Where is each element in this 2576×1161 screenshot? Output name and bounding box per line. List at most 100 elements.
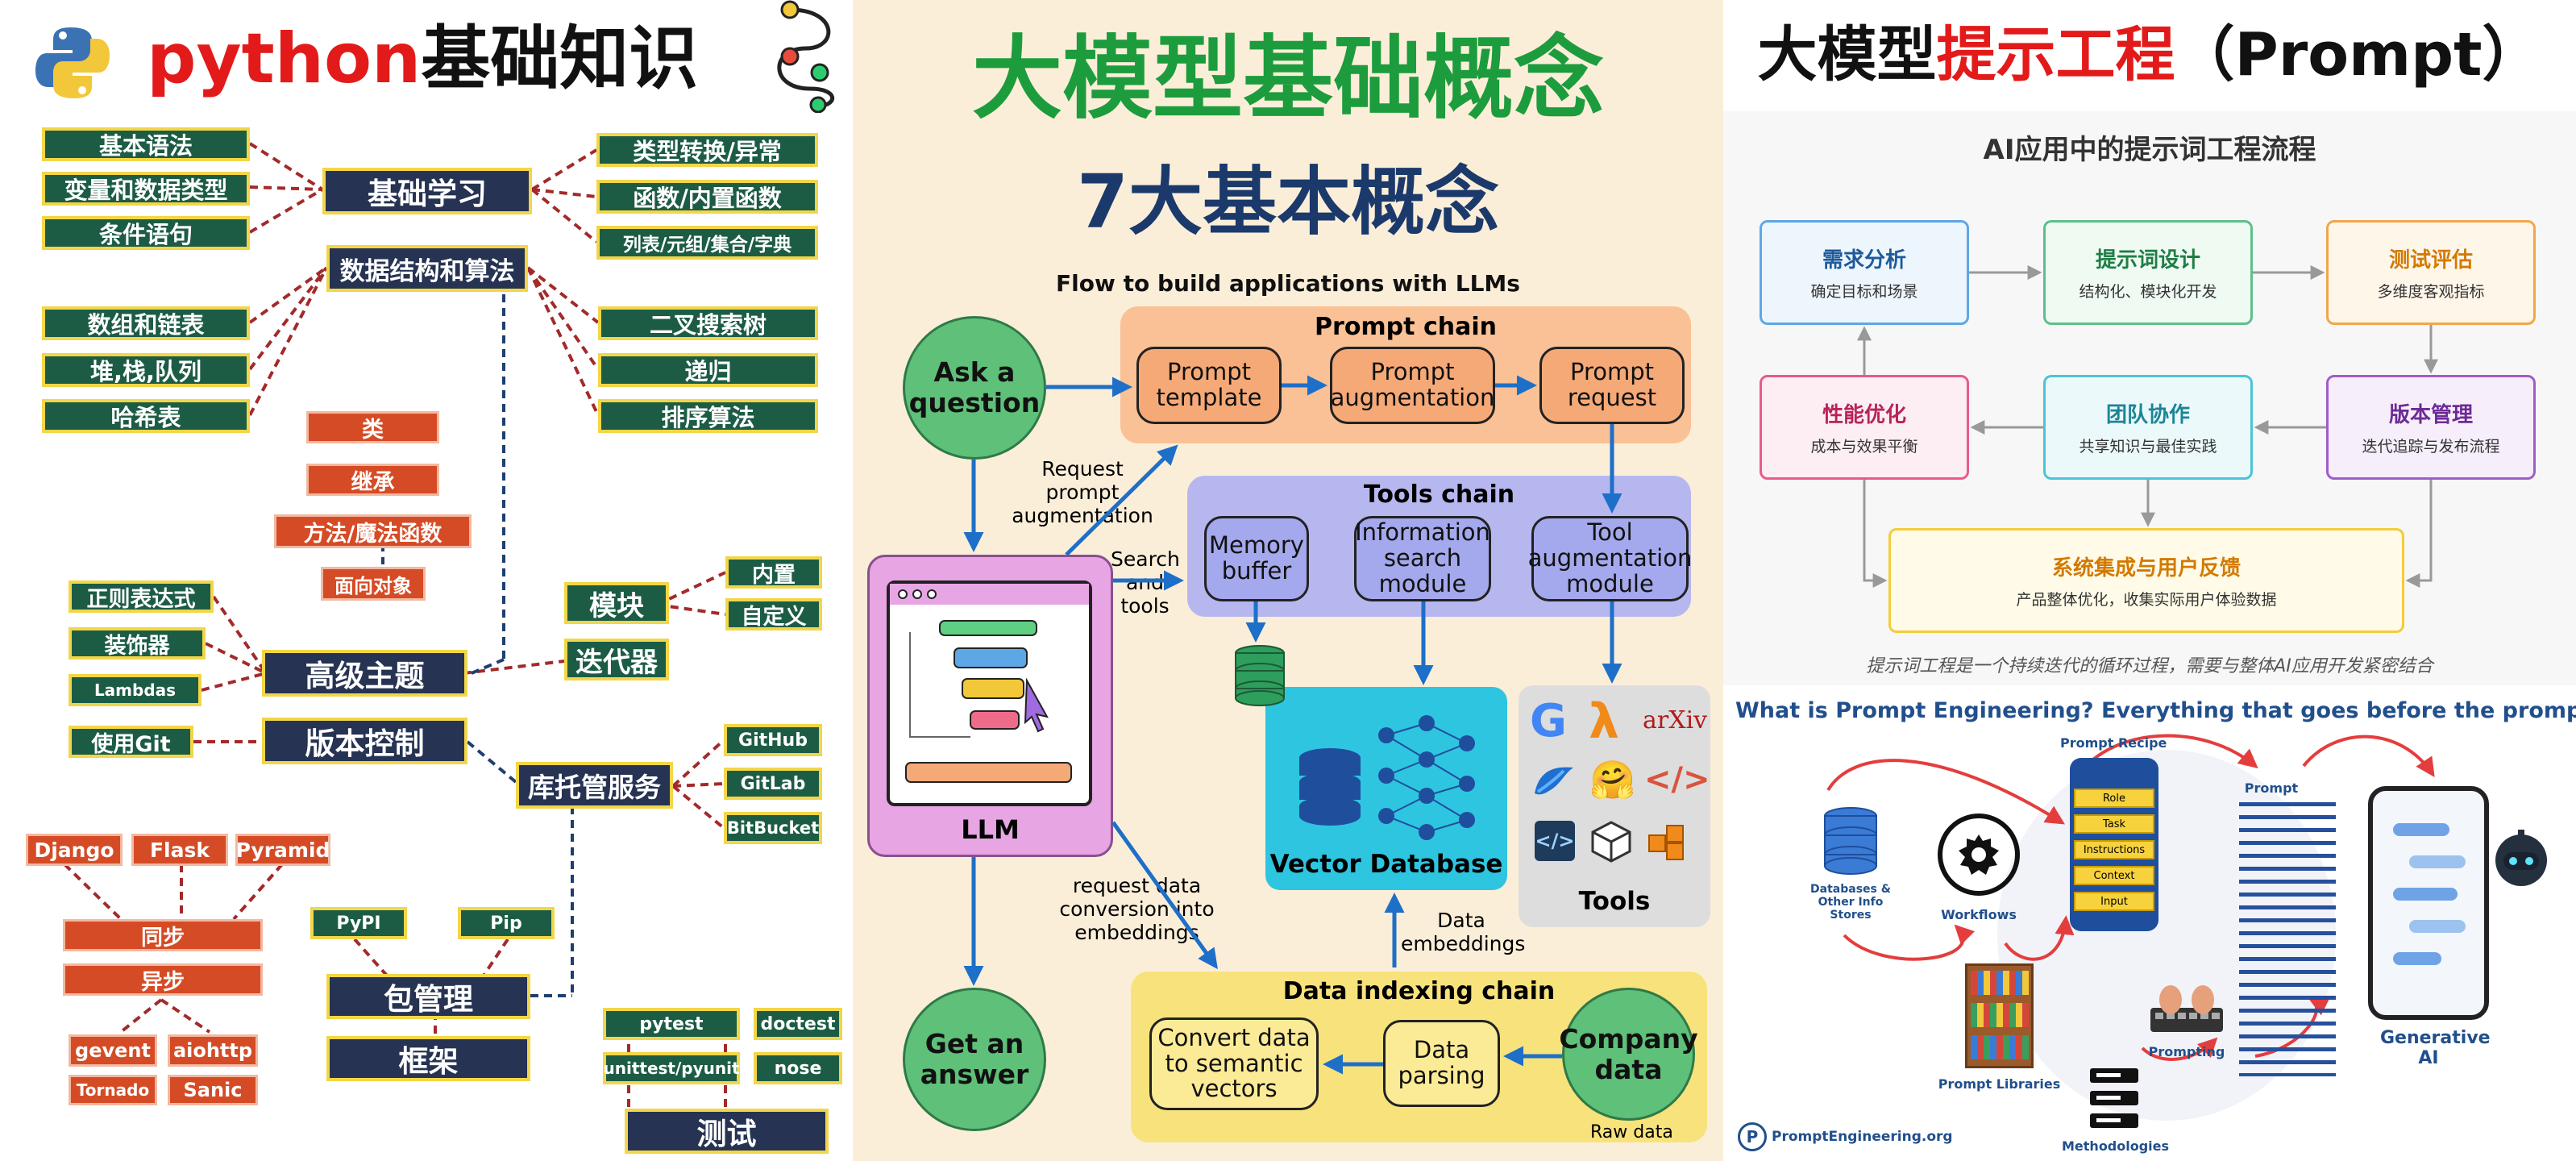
iterator-node[interactable]: 迭代器 <box>564 639 669 680</box>
vector-db-label: Vector Database <box>1269 850 1503 879</box>
unittest-node[interactable]: unittest/pyunit <box>603 1052 740 1084</box>
flow-box-requirements[interactable]: 需求分析确定目标和场景 <box>1760 220 1969 325</box>
info-search-box[interactable]: Information search module <box>1354 516 1491 601</box>
prompt-title: 大模型提示工程（Prompt） <box>1757 20 2542 89</box>
tornado-node[interactable]: Tornado <box>69 1075 157 1105</box>
collections-node[interactable]: 列表/元组/集合/字典 <box>596 226 818 260</box>
builtin-node[interactable]: 内置 <box>725 556 822 589</box>
recursion-node[interactable]: 递归 <box>598 353 818 387</box>
prompt-template-box[interactable]: Prompt template <box>1136 347 1282 424</box>
regex-node[interactable]: 正则表达式 <box>69 580 214 613</box>
ask-question-node[interactable]: Ask a question <box>903 316 1046 460</box>
site-label: PromptEngineering.org <box>1772 1129 1953 1145</box>
recipe-context: Context <box>2074 866 2154 885</box>
flow-box-testing[interactable]: 测试评估多维度客观指标 <box>2326 220 2536 325</box>
gitlab-node[interactable]: GitLab <box>724 768 822 800</box>
flow-box-integration[interactable]: 系统集成与用户反馈产品整体优化，收集实际用户体验数据 <box>1888 528 2404 633</box>
pytest-node[interactable]: pytest <box>603 1008 740 1040</box>
prompt-request-box[interactable]: Prompt request <box>1539 347 1685 424</box>
pypi-node[interactable]: PyPI <box>310 907 407 939</box>
sanic-node[interactable]: Sanic <box>168 1075 258 1105</box>
vector-db-icon <box>1299 715 1475 840</box>
conditions-node[interactable]: 条件语句 <box>42 216 250 250</box>
parsing-box[interactable]: Data parsing <box>1383 1020 1500 1107</box>
oop-node[interactable]: 面向对象 <box>321 567 426 601</box>
vc-node[interactable]: 版本控制 <box>262 718 467 764</box>
company-data-node[interactable]: Company data <box>1559 988 1698 1121</box>
flow-box-versioning[interactable]: 版本管理迭代追踪与发布流程 <box>2326 375 2536 480</box>
aiohttp-node[interactable]: aiohttp <box>168 1034 258 1067</box>
flow-title: Flow to build applications with LLMs <box>1056 270 1520 297</box>
robot-icon <box>2489 826 2553 891</box>
memory-box[interactable]: Memory buffer <box>1204 516 1309 601</box>
flow-caption: 提示词工程是一个持续迭代的循环过程，需要与整体AI应用开发紧密结合 <box>1866 656 2433 676</box>
flow-box-collaboration[interactable]: 团队协作共享知识与最佳实践 <box>2043 375 2253 480</box>
tool-terminal-icon: </> <box>1535 821 1575 861</box>
testing-node[interactable]: 测试 <box>625 1109 829 1154</box>
flow-box-design[interactable]: 提示词设计结构化、模块化开发 <box>2043 220 2253 325</box>
tools-chain-label: Tools chain <box>1363 481 1515 509</box>
git-node[interactable]: 使用Git <box>69 726 193 758</box>
python-logo-icon <box>32 23 113 103</box>
pip-node[interactable]: Pip <box>458 907 555 939</box>
basic-syntax-node[interactable]: 基本语法 <box>42 127 250 161</box>
decorator-node[interactable]: 装饰器 <box>69 627 206 660</box>
flask-node[interactable]: Flask <box>131 834 228 866</box>
llm-window <box>887 580 1092 806</box>
functions-node[interactable]: 函数/内置函数 <box>596 180 818 214</box>
variables-node[interactable]: 变量和数据类型 <box>42 172 250 206</box>
tool-blocks-icon <box>1646 819 1689 863</box>
async-node[interactable]: 异步 <box>63 963 263 996</box>
nose-node[interactable]: nose <box>754 1052 842 1084</box>
sorting-node[interactable]: 排序算法 <box>598 399 818 433</box>
memory-db-icon <box>1232 643 1288 708</box>
llm-subtitle: 7大基本概念 <box>1076 159 1499 245</box>
pkg-node[interactable]: 包管理 <box>326 974 530 1019</box>
ds-node[interactable]: 数据结构和算法 <box>326 245 528 292</box>
recipe-input: Input <box>2074 892 2154 911</box>
django-node[interactable]: Django <box>26 834 123 866</box>
tools-card[interactable] <box>1519 685 1710 927</box>
llm-title: 大模型基础概念 <box>972 27 1604 131</box>
flow-heading: AI应用中的提示词工程流程 <box>1983 134 2316 166</box>
module-node[interactable]: 模块 <box>564 582 669 624</box>
methods-node[interactable]: 方法/魔法函数 <box>274 514 472 548</box>
prompt-augmentation-box[interactable]: Prompt augmentation <box>1330 347 1495 424</box>
python-panel: python基础知识 基础学习 基本语法 变量和数据类型 条件语句 类型转换/异… <box>0 0 853 1161</box>
sync-node[interactable]: 同步 <box>63 919 263 951</box>
github-node[interactable]: GitHub <box>724 724 822 756</box>
pyramid-node[interactable]: Pyramid <box>235 834 330 866</box>
convert-box[interactable]: Convert data to semantic vectors <box>1149 1017 1319 1110</box>
genai-label: Generative AI <box>2380 1028 2491 1068</box>
inherit-node[interactable]: 继承 <box>306 464 439 496</box>
vector-db-card[interactable] <box>1265 687 1507 890</box>
recipe-label: Prompt Recipe <box>2060 735 2167 751</box>
flow-box-optimization[interactable]: 性能优化成本与效果平衡 <box>1760 375 1969 480</box>
advanced-node[interactable]: 高级主题 <box>262 650 467 697</box>
bst-node[interactable]: 二叉搜索树 <box>598 306 818 340</box>
methodologies-icon <box>2082 1064 2146 1137</box>
custom-node[interactable]: 自定义 <box>725 598 822 630</box>
class-node[interactable]: 类 <box>306 411 439 443</box>
recipe-instructions: Instructions <box>2074 840 2154 859</box>
lambdas-node[interactable]: Lambdas <box>69 674 202 706</box>
framework-node[interactable]: 框架 <box>326 1036 530 1081</box>
repo-node[interactable]: 库托管服务 <box>516 762 673 809</box>
gevent-node[interactable]: gevent <box>69 1034 157 1067</box>
tool-aug-box[interactable]: Tool augmentation module <box>1528 516 1692 601</box>
search-tools-label: Search and tools <box>1111 547 1180 618</box>
tool-code-icon: </> <box>1644 761 1710 798</box>
workflows-icon <box>1934 810 2023 899</box>
workflows-label: Workflows <box>1941 907 2017 922</box>
doctest-node[interactable]: doctest <box>754 1008 842 1040</box>
indexing-chain-label: Data indexing chain <box>1282 977 1556 1005</box>
arrays-node[interactable]: 数组和链表 <box>42 306 250 340</box>
basics-node[interactable]: 基础学习 <box>322 168 532 214</box>
libraries-icon <box>1965 963 2034 1068</box>
get-answer-node[interactable]: Get an answer <box>903 988 1046 1131</box>
hash-node[interactable]: 哈希表 <box>42 399 250 433</box>
bitbucket-node[interactable]: BitBucket <box>724 812 822 844</box>
data-emb-label: Data embeddings <box>1401 909 1526 955</box>
stacks-node[interactable]: 堆,栈,队列 <box>42 353 250 387</box>
type-conversion-node[interactable]: 类型转换/异常 <box>596 133 818 167</box>
